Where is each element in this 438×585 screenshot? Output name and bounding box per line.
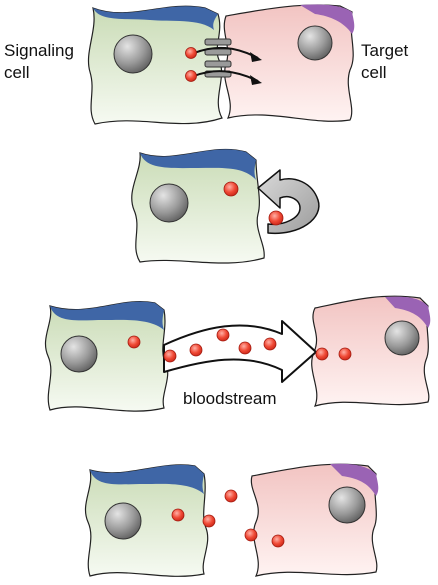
target-nucleus [297,25,333,61]
signal-molecule [171,508,185,522]
signal-molecule [189,343,203,357]
signaling-cell [131,148,265,264]
panel-endocrine-signaling: bloodstream [44,295,431,412]
signal-molecule [244,528,258,542]
target-cell [250,463,379,577]
signaling-cell [87,5,223,125]
signaling-cell [84,464,209,577]
signal-molecule [127,335,141,349]
bloodstream-label: bloodstream [183,389,277,408]
target-nucleus [384,320,420,356]
target-cell-label: Target [361,41,409,60]
signal-molecule [315,347,329,361]
signal-molecule [338,347,352,361]
target-nucleus [328,486,366,524]
panel-paracrine-signaling [84,463,379,577]
signal-molecule [223,181,239,197]
signal-molecule [238,341,252,355]
panel-autocrine-signaling [131,148,320,264]
autocrine-arrow [257,169,320,235]
signal-molecule [224,489,238,503]
signaling-nucleus [60,335,98,373]
signal-molecule [202,514,216,528]
signal-molecule [216,328,230,342]
signal-molecule [163,349,177,363]
signaling-nucleus [113,34,153,74]
target-cell [223,4,355,122]
target-cell-label: cell [361,63,387,82]
transfer-arrowhead [250,75,262,85]
signal-molecule [185,47,197,59]
transfer-arrowhead [250,52,262,62]
panel-contact-signaling: Signaling cell Target cell [4,4,409,125]
signaling-nucleus [104,502,142,540]
signal-molecule [263,337,277,351]
signal-molecule [268,210,284,226]
signaling-cell-label: cell [4,63,30,82]
signaling-nucleus [149,183,189,223]
signaling-cell [44,301,169,412]
signaling-cell-label: Signaling [4,41,74,60]
signal-molecule [185,70,197,82]
signal-molecule [271,534,285,548]
